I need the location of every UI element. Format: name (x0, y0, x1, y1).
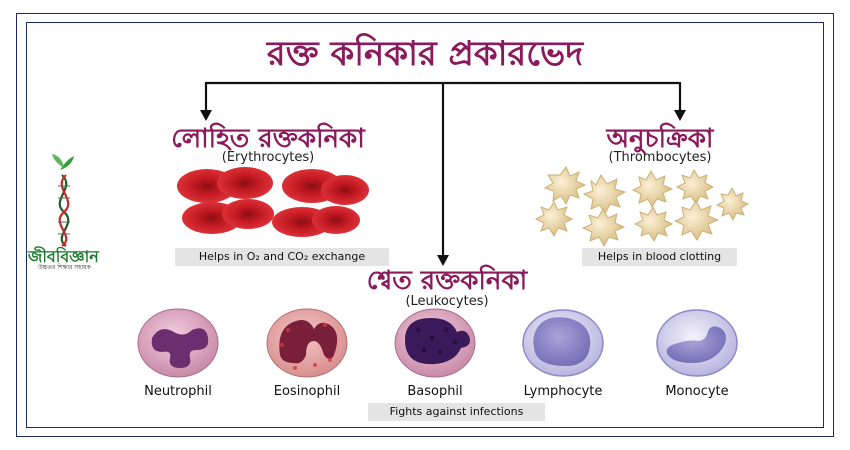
leukocytes-subtitle: (Leukocytes) (405, 294, 489, 309)
diagram-title: রক্ত কনিকার প্রকারভেদ (266, 34, 584, 74)
basophil-label: Basophil (407, 384, 463, 399)
lymphocyte-illustration (522, 309, 604, 377)
erythrocyte-illustration (177, 167, 369, 237)
basophil-illustration (394, 308, 476, 378)
neutrophil-illustration (137, 308, 219, 378)
arrow-heads (200, 110, 686, 266)
thrombocytes-subtitle: (Thrombocytes) (608, 150, 712, 165)
eosinophil-label: Eosinophil (273, 384, 341, 399)
monocyte-label: Monocyte (665, 384, 729, 399)
connector-arrows (204, 81, 682, 258)
leukocytes-heading: শ্বেত রক্তকনিকা (366, 266, 528, 296)
eosinophil-illustration (266, 308, 348, 378)
thrombocytes-caption: Helps in blood clotting (582, 248, 737, 266)
erythrocytes-caption: Helps in O₂ and CO₂ exchange (175, 248, 389, 266)
erythrocytes-subtitle: (Erythrocytes) (221, 150, 315, 165)
leukocytes-caption: Fights against infections (368, 403, 545, 421)
thrombocyte-illustration (534, 166, 750, 248)
erythrocytes-heading: লোহিত রক্তকনিকা (171, 124, 365, 154)
logo-dna-icon (52, 154, 74, 247)
inner-frame (26, 22, 824, 428)
logo-name: জীববিজ্ঞান (28, 247, 99, 266)
outer-frame (16, 13, 834, 437)
logo-tagline: উচ্চতর শিক্ষার সহায়ক (38, 264, 91, 271)
thrombocytes-heading: অনুচক্রিকা (606, 124, 714, 154)
lymphocyte-label: Lymphocyte (523, 384, 603, 399)
monocyte-illustration (656, 309, 738, 377)
neutrophil-label: Neutrophil (144, 384, 212, 399)
